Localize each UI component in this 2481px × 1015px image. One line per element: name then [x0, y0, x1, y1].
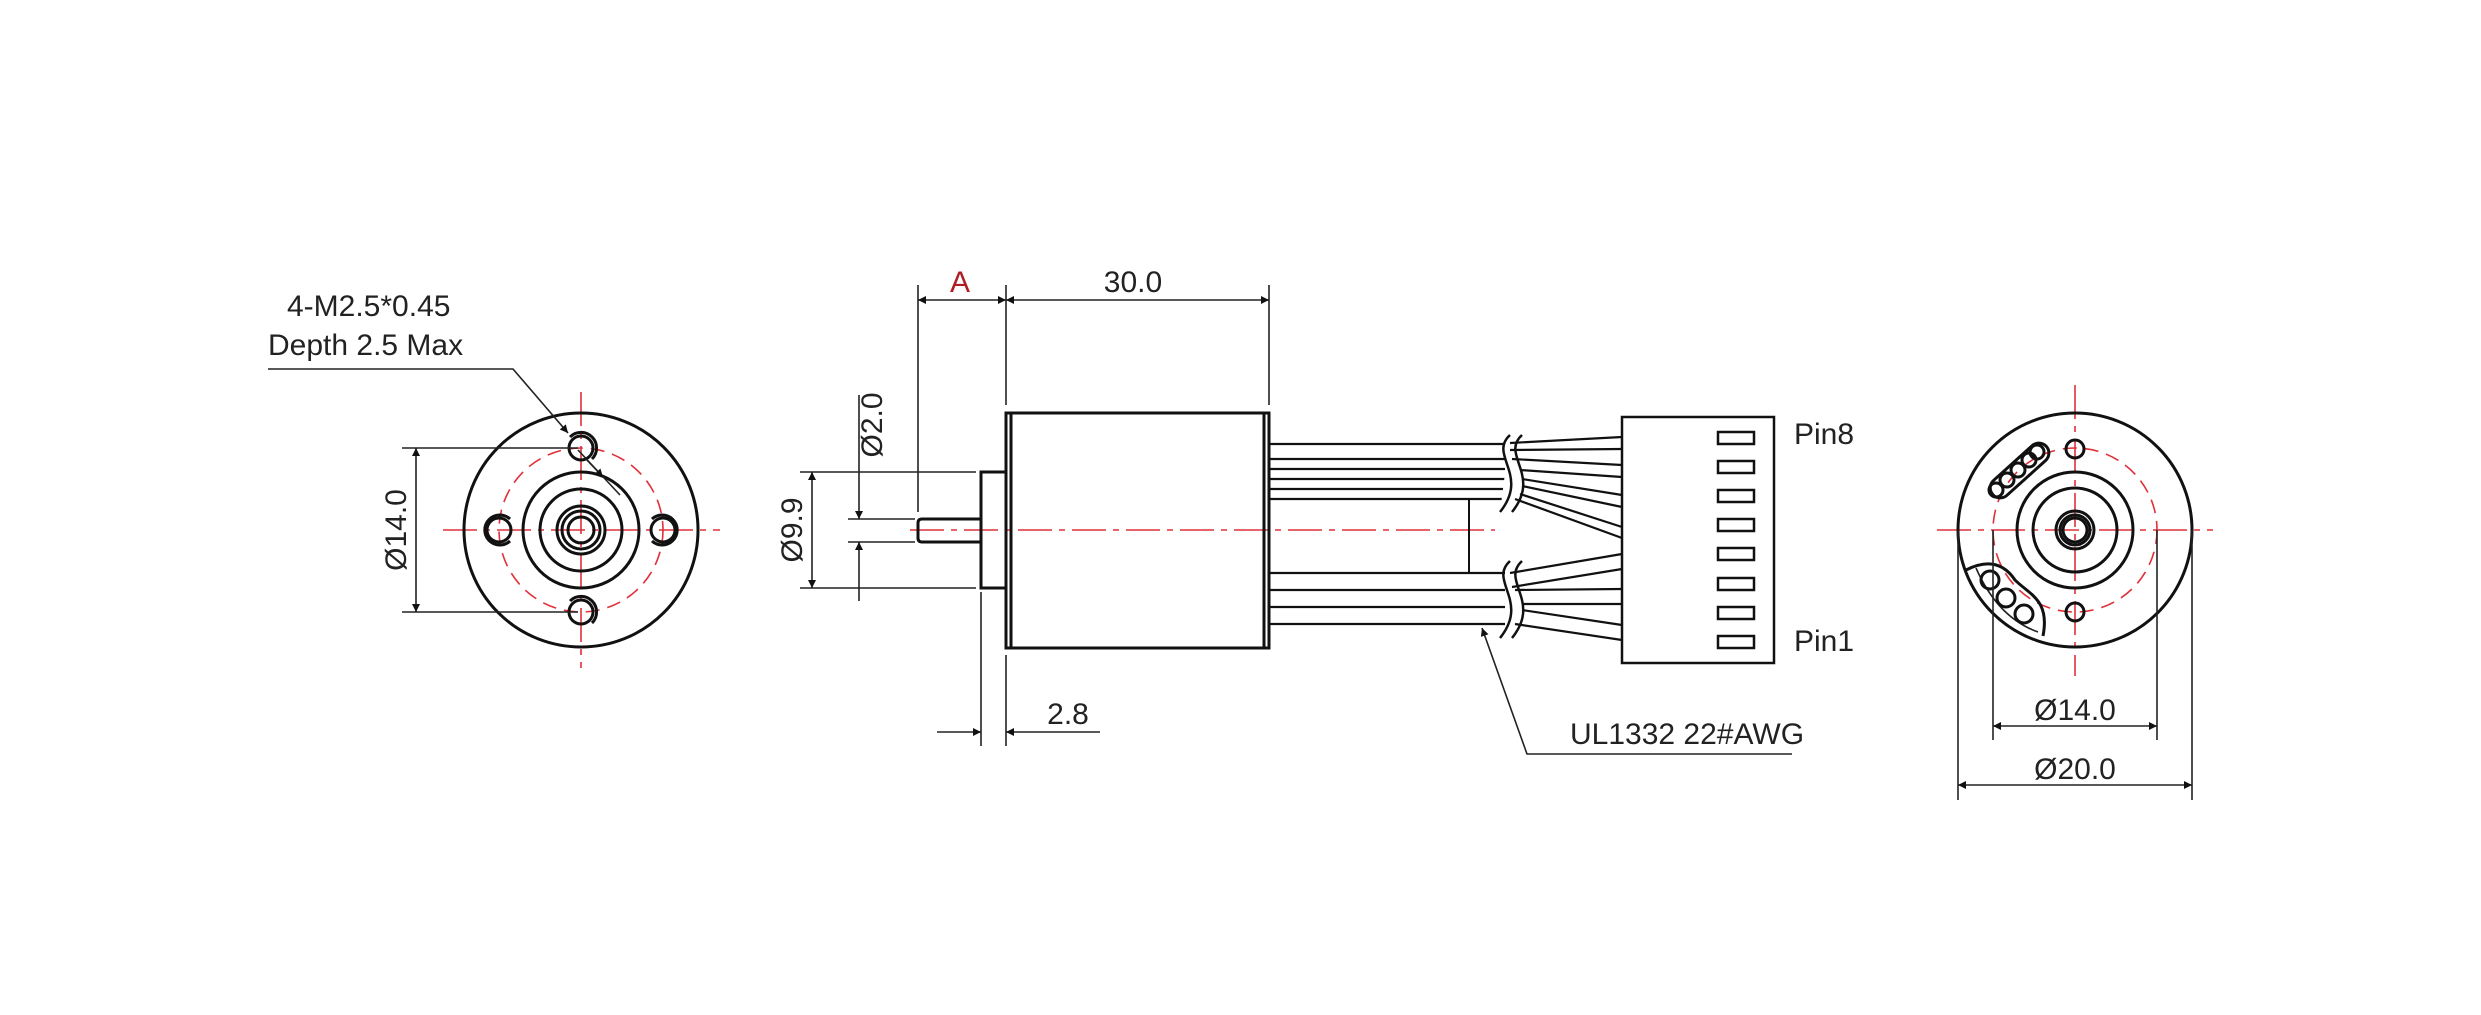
boss-dia-dim: Ø9.9 — [776, 497, 809, 562]
wire-exit-cutout — [1965, 562, 2046, 637]
outer-dia-dim: Ø20.0 — [2034, 753, 2116, 786]
body-length-dim: 30.0 — [1104, 266, 1162, 299]
front-view: 4-M2.5*0.45 Depth 2.5 Max Ø14.0 — [268, 290, 720, 668]
pin8-label: Pin8 — [1794, 418, 1854, 451]
rear-view: Ø14.0 Ø20.0 — [1937, 385, 2213, 800]
shaft-dia-dim: Ø2.0 — [856, 392, 889, 457]
wire-break-symbol — [1499, 434, 1525, 639]
front-bolt-circle-dim: Ø14.0 — [380, 489, 413, 571]
shaft-length-dim: A — [950, 266, 970, 299]
side-view: A 30.0 Ø9.9 Ø2.0 2.8 — [776, 266, 1854, 755]
rear-bolt-circle-dim: Ø14.0 — [2034, 694, 2116, 727]
thread-note-line2: Depth 2.5 Max — [268, 329, 463, 362]
mounting-holes — [483, 430, 679, 626]
hall-sensor-slot — [1987, 441, 2051, 500]
thread-note-line1: 4-M2.5*0.45 — [287, 290, 450, 323]
connector: Pin8 Pin1 — [1620, 415, 1854, 665]
wire-note: UL1332 22#AWG — [1570, 718, 1804, 751]
pin1-label: Pin1 — [1794, 625, 1854, 658]
wire-harness — [1269, 434, 1623, 642]
boss-length-dim: 2.8 — [1047, 698, 1089, 731]
